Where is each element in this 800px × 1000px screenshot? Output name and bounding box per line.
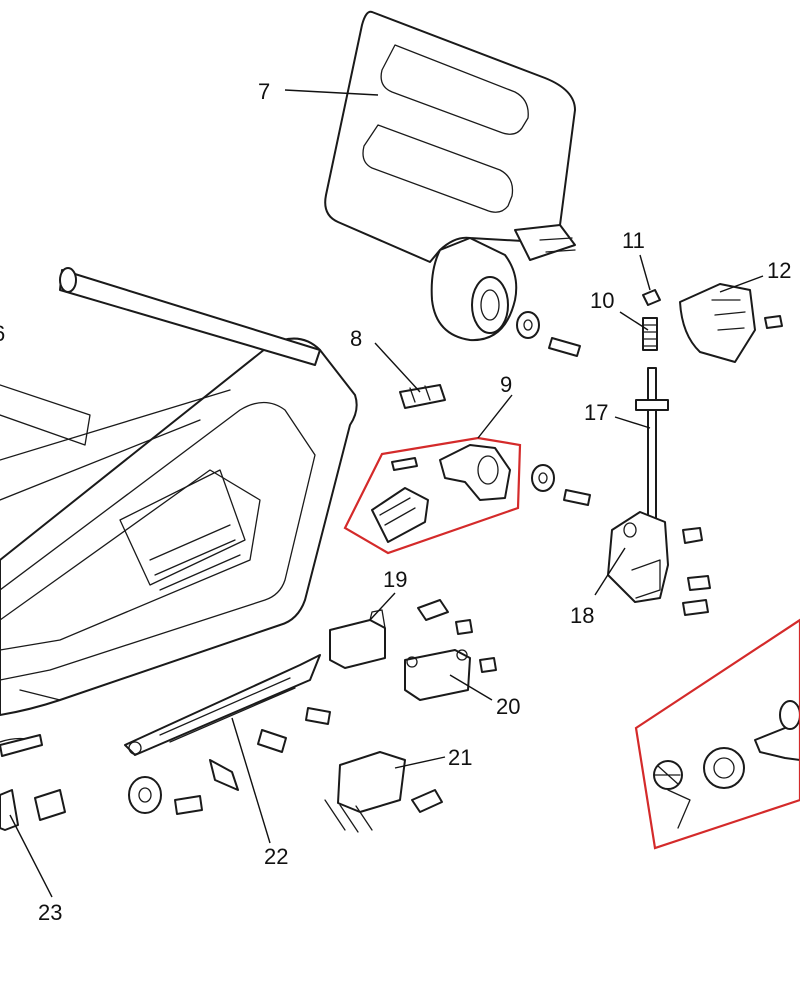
label-part-20: 20 bbox=[496, 694, 520, 719]
label-part-18: 18 bbox=[570, 603, 594, 628]
leader-9 bbox=[477, 394, 513, 439]
part-12-cam-drawing bbox=[679, 283, 783, 363]
part-18-housing-drawing bbox=[607, 511, 711, 616]
spring-assembly-drawing bbox=[653, 700, 800, 829]
parts-10-11-17-rod-spring-drawing bbox=[635, 289, 669, 521]
label-part-10: 10 bbox=[590, 288, 614, 313]
leader-7 bbox=[284, 89, 379, 96]
part-7-handle-drawing bbox=[324, 10, 576, 342]
label-part-12: 12 bbox=[767, 258, 791, 283]
leader-17 bbox=[614, 416, 651, 429]
part-19-switch-drawing bbox=[329, 599, 473, 669]
leader-23 bbox=[9, 814, 53, 898]
part-number-labels: 6 7 8 9 10 11 12 17 18 19 20 21 22 23 bbox=[0, 79, 791, 925]
label-part-11: 11 bbox=[622, 228, 645, 253]
label-part-9: 9 bbox=[500, 372, 512, 397]
label-part-6: 6 bbox=[0, 321, 5, 346]
label-part-23: 23 bbox=[38, 900, 62, 925]
part-20-plate-drawing bbox=[404, 649, 497, 701]
leader-8 bbox=[374, 342, 421, 393]
leader-18 bbox=[594, 547, 626, 596]
label-part-22: 22 bbox=[264, 844, 288, 869]
spring-assembly-highlight-box bbox=[634, 618, 800, 850]
leader-10 bbox=[619, 311, 649, 331]
label-part-19: 19 bbox=[383, 567, 407, 592]
part-6-base-frame-drawing bbox=[0, 267, 358, 743]
leader-lines bbox=[9, 89, 764, 898]
label-part-7: 7 bbox=[258, 79, 270, 104]
part-22-lever-drawing bbox=[124, 654, 331, 791]
part-9-latch-assembly-drawing bbox=[371, 444, 511, 543]
leader-11 bbox=[639, 254, 651, 291]
part-23-clip-drawing bbox=[0, 734, 203, 831]
leader-21 bbox=[394, 756, 446, 769]
label-part-21: 21 bbox=[448, 745, 472, 770]
leader-12 bbox=[719, 275, 764, 293]
leader-19 bbox=[369, 592, 396, 621]
leader-22 bbox=[231, 717, 271, 844]
part-21-connector-drawing bbox=[324, 751, 443, 833]
label-part-8: 8 bbox=[350, 326, 362, 351]
part-9-highlight-box bbox=[343, 436, 522, 555]
leader-20 bbox=[449, 674, 493, 701]
washer-and-screw-drawing bbox=[516, 311, 591, 506]
label-part-17: 17 bbox=[584, 400, 608, 425]
part-8-bracket-drawing bbox=[399, 384, 446, 409]
